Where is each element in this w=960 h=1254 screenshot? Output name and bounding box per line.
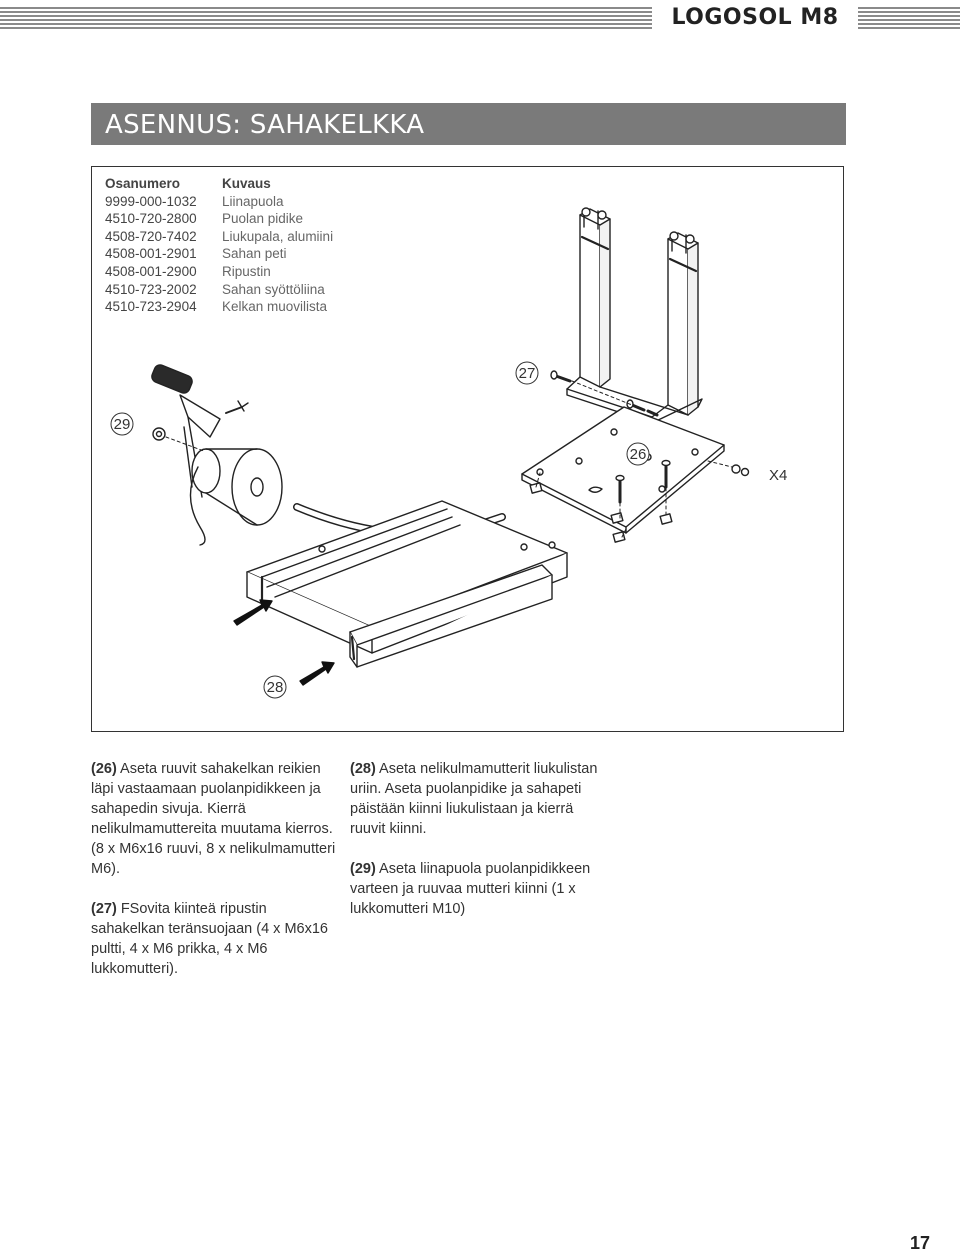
header-description: Kuvaus — [222, 176, 271, 191]
section-title-bar: ASENNUS: SAHAKELKKA — [91, 103, 846, 145]
page-number: 17 — [909, 1233, 930, 1253]
part-number: 9999-000-1032 — [105, 193, 197, 209]
step-number: (26) — [91, 761, 117, 777]
part-number: 4510-720-2800 — [105, 211, 197, 227]
part-description: Liinapuola — [222, 193, 284, 209]
part-description: Puolan pidike — [222, 211, 304, 227]
section-title: ASENNUS: SAHAKELKKA — [105, 110, 425, 140]
part-number: 4510-723-2002 — [105, 281, 197, 297]
callout-26: 26 — [630, 446, 647, 463]
hanger-bolts — [550, 370, 659, 417]
step-text: Aseta nelikulmamutterit liukulistan urii… — [350, 761, 598, 837]
direction-arrows — [233, 599, 335, 686]
table-row: 4510-723-2904 Kelkan muovilista — [105, 298, 333, 316]
parts-table-header: Osanumero Kuvaus — [105, 175, 333, 193]
step-number: (27) — [91, 901, 117, 917]
instruction-29: (29) Aseta liinapuola puolanpidikkeen va… — [350, 859, 600, 919]
parts-table: Osanumero Kuvaus 9999-000-1032 Liinapuol… — [105, 175, 333, 316]
header-stripes-right — [858, 7, 960, 29]
table-row: 4510-723-2002 Sahan syöttöliina — [105, 281, 333, 299]
part-number: 4508-720-7402 — [105, 228, 197, 244]
part-description: Ripustin — [222, 263, 271, 279]
plastic-strip — [349, 564, 553, 668]
table-row: 9999-000-1032 Liinapuola — [105, 193, 333, 211]
header-stripes-left — [0, 7, 652, 29]
assembly-guides — [165, 380, 733, 538]
page-header: LOGOSOL M8 — [0, 4, 960, 32]
instruction-26: (26) Aseta ruuvit sahakelkan reikien läp… — [91, 759, 336, 879]
instruction-28: (28) Aseta nelikulmamutterit liukulistan… — [350, 759, 600, 839]
hanger-part — [566, 207, 703, 424]
instructions-left-column: (26) Aseta ruuvit sahakelkan reikien läp… — [91, 759, 336, 999]
part-number: 4508-001-2900 — [105, 263, 197, 279]
callout-27: 27 — [519, 365, 536, 382]
quantity-label: X4 — [769, 467, 787, 484]
square-nuts — [529, 482, 673, 543]
step-number: (28) — [350, 761, 376, 777]
part-description: Sahan peti — [222, 246, 287, 262]
instructions-right-column: (28) Aseta nelikulmamutterit liukulistan… — [350, 759, 600, 939]
spool-holder — [151, 364, 283, 546]
part-number: 4508-001-2901 — [105, 246, 197, 262]
assembly-drawing: 27 29 26 28 X4 — [110, 207, 787, 699]
step-text: FSovita kiinteä ripustin sahakelkan terä… — [91, 901, 328, 977]
callouts: 27 29 26 28 X4 — [110, 361, 787, 699]
callout-28: 28 — [267, 679, 284, 696]
table-row: 4508-720-7402 Liukupala, alumiini — [105, 228, 333, 246]
table-row: 4508-001-2901 Sahan peti — [105, 245, 333, 263]
step-text: Aseta ruuvit sahakelkan reikien läpi vas… — [91, 761, 336, 877]
washer — [731, 464, 741, 474]
step-text: Aseta liinapuola puolanpidikkeen varteen… — [350, 861, 591, 917]
part-description: Liukupala, alumiini — [222, 228, 334, 244]
brand-logo: LOGOSOL M8 — [671, 5, 839, 30]
step-number: (29) — [350, 861, 376, 877]
part-description: Kelkan muovilista — [222, 299, 328, 315]
parts-diagram-box: Osanumero Kuvaus 9999-000-1032 Liinapuol… — [91, 166, 844, 732]
part-number: 4510-723-2904 — [105, 299, 197, 315]
callout-29: 29 — [114, 416, 131, 433]
header-part-number: Osanumero — [105, 176, 181, 191]
part-description: Sahan syöttöliina — [222, 281, 325, 297]
table-row: 4508-001-2900 Ripustin — [105, 263, 333, 281]
instruction-27: (27) FSovita kiinteä ripustin sahakelkan… — [91, 899, 336, 979]
table-row: 4510-720-2800 Puolan pidike — [105, 210, 333, 228]
saw-bed-plate — [521, 406, 725, 534]
